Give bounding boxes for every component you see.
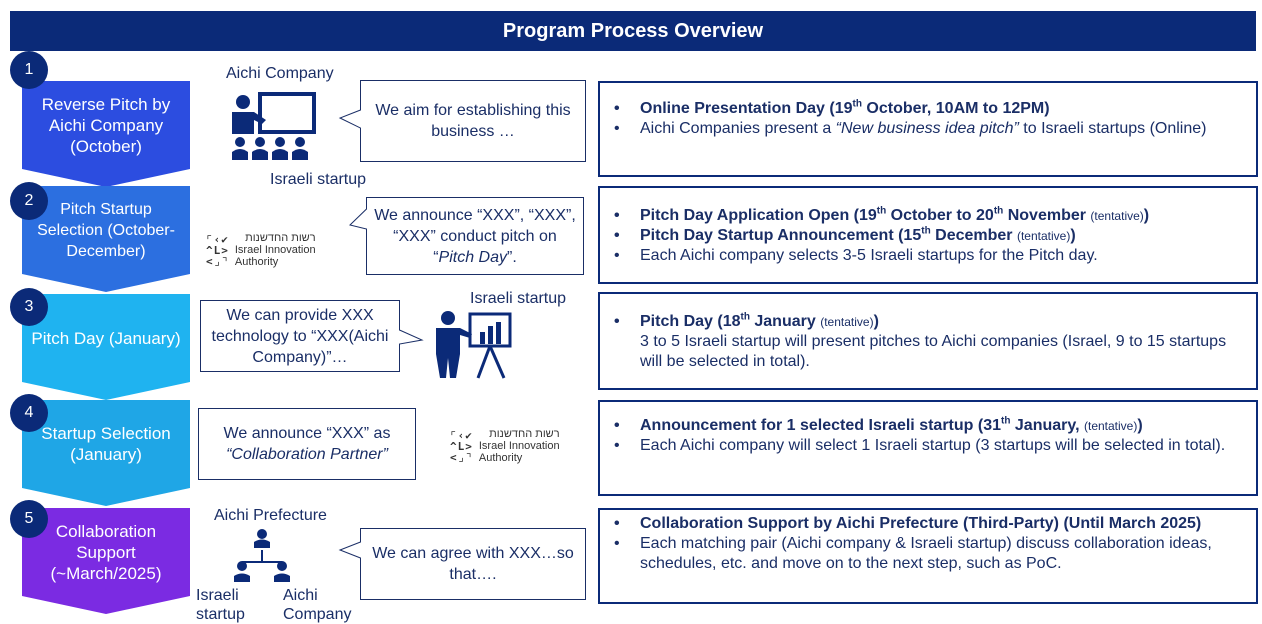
- authority-mark-icon: ⌜‹✔^L><⌟⌝: [206, 232, 229, 268]
- detail-bullet: Pitch Day Application Open (19th October…: [614, 206, 1244, 226]
- speech-bubble: We can provide XXX technology to “XXX(Ai…: [200, 300, 424, 372]
- step-chevron: Startup Selection (January): [22, 400, 190, 506]
- speech-bubble-shape: [200, 300, 424, 372]
- aichi-prefecture-caption: Aichi Prefecture: [214, 507, 327, 524]
- chevron-shape: [22, 81, 190, 187]
- step-4-details: Announcement for 1 selected Israeli star…: [598, 400, 1258, 496]
- step-1-details: Online Presentation Day (19th October, 1…: [598, 81, 1258, 177]
- authority-mark-icon: ⌜‹✔^L><⌟⌝: [450, 428, 473, 464]
- detail-bullet: Pitch Day Startup Announcement (15th Dec…: [614, 226, 1244, 246]
- detail-bullet: Online Presentation Day (19th October, 1…: [614, 99, 1244, 119]
- israeli-startup-caption: Israeli startup: [470, 290, 567, 307]
- detail-bullet: Aichi Companies present a “New business …: [614, 119, 1244, 139]
- step-label: Reverse Pitch by Aichi Company (October): [41, 94, 171, 156]
- detail-bullet: Each Aichi company will select 1 Israeli…: [614, 436, 1244, 456]
- speech-bubble: We announce “XXX” as“Collaboration Partn…: [198, 408, 416, 480]
- step-chevron: Reverse Pitch by Aichi Company (October): [22, 81, 190, 187]
- detail-text: Each Aichi company selects 3-5 Israeli s…: [614, 246, 1244, 266]
- chevron-shape: [22, 294, 190, 400]
- israel-innovation-authority-logo: ⌜‹✔^L><⌟⌝ רשות החדשנות Israel Innovation…: [206, 232, 316, 268]
- speech-bubble-shape: [338, 80, 586, 162]
- step-label: Collaboration Support (~March/2025): [50, 521, 162, 583]
- step-3: 3 Pitch Day (January): [0, 288, 200, 400]
- step-label: Pitch Day (January): [31, 328, 181, 348]
- organization-hierarchy-icon: [234, 529, 290, 582]
- step-number-badge: 5: [10, 500, 48, 538]
- aichi-company-caption: Aichi Company: [283, 587, 352, 623]
- step-4: 4 Startup Selection (January): [0, 394, 200, 506]
- step-number-badge: 2: [10, 182, 48, 220]
- presenter-chart-icon: [436, 311, 512, 379]
- step-5-details: Collaboration Support by Aichi Prefectur…: [598, 508, 1258, 604]
- israeli-startup-caption: Israeli startup: [196, 587, 245, 623]
- speech-bubble-shape: [349, 197, 584, 275]
- step-label: Startup Selection (January): [41, 424, 171, 464]
- aichi-company-caption: Aichi Company: [226, 65, 334, 82]
- speech-bubble-shape: [198, 408, 416, 480]
- step-2-details: Pitch Day Application Open (19th October…: [598, 186, 1258, 284]
- step-chevron: Pitch Day (January): [22, 294, 190, 400]
- step-number-badge: 1: [10, 51, 48, 89]
- speech-bubble: We aim for establishing this business …: [338, 80, 586, 162]
- detail-bullet: Announcement for 1 selected Israeli star…: [614, 416, 1244, 436]
- speech-bubble-shape: [338, 528, 586, 600]
- step-label: Pitch Startup Selection (October-Decembe…: [37, 200, 175, 260]
- detail-text: 3 to 5 Israeli startup will present pitc…: [640, 333, 1227, 370]
- step-number-badge: 4: [10, 394, 48, 432]
- step-chevron: Pitch Startup Selection (October-Decembe…: [22, 186, 190, 292]
- chevron-shape: [22, 186, 190, 292]
- detail-bullet: Pitch Day (18th January (tentative)): [614, 312, 1244, 332]
- page-title: Program Process Overview: [10, 11, 1256, 51]
- step-2: 2 Pitch Startup Selection (October-Decem…: [0, 182, 200, 292]
- speech-bubble: We announce “XXX”, “XXX”, “XXX” conduct …: [349, 197, 584, 275]
- speech-bubble: We can agree with XXX…so that….: [338, 528, 586, 600]
- chevron-shape: [22, 508, 190, 614]
- presentation-audience-icon: [232, 92, 316, 160]
- israeli-startup-caption: Israeli startup: [270, 171, 367, 188]
- detail-bullet: Collaboration Support by Aichi Prefectur…: [614, 514, 1244, 534]
- israel-innovation-authority-logo: ⌜‹✔^L><⌟⌝ רשות החדשנות Israel Innovation…: [450, 428, 560, 464]
- step-5: 5 Collaboration Support (~March/2025): [0, 500, 200, 614]
- step-chevron: Collaboration Support (~March/2025): [22, 508, 190, 614]
- detail-bullet: Each matching pair (Aichi company & Isra…: [614, 534, 1244, 574]
- step-number-badge: 3: [10, 288, 48, 326]
- chevron-shape: [22, 400, 190, 506]
- step-3-details: Pitch Day (18th January (tentative)) 3 t…: [598, 292, 1258, 390]
- step-1: 1 Reverse Pitch by Aichi Company (Octobe…: [0, 51, 200, 187]
